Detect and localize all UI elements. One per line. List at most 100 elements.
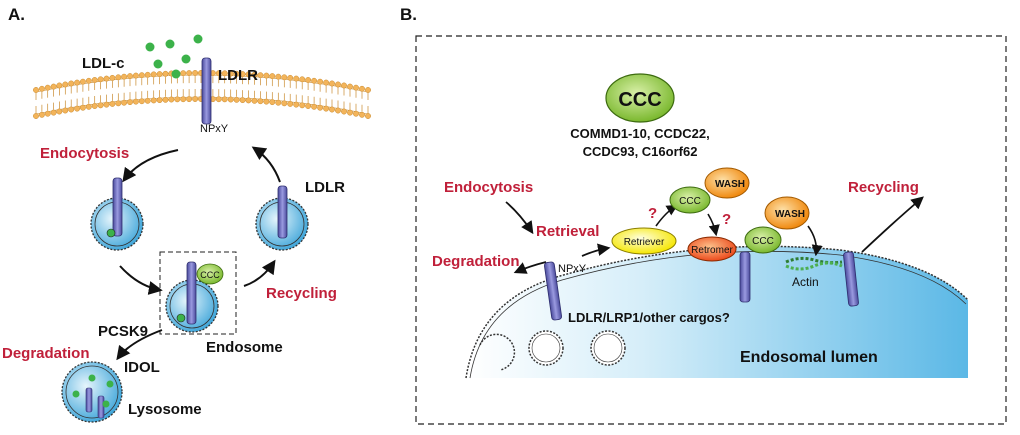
lipid-bead	[287, 74, 294, 81]
lipid-bead	[341, 82, 347, 89]
lipid-bead	[109, 100, 116, 107]
retromer-label: Retromer	[691, 245, 733, 256]
ccc-complex-small-1	[669, 186, 711, 214]
lipid-bead	[293, 101, 300, 108]
lipid-bead	[281, 74, 288, 81]
lipid-bead	[97, 102, 104, 109]
panel-b-label: B.	[400, 5, 417, 24]
lipid-bead	[257, 98, 264, 105]
lipid-bead	[115, 74, 122, 81]
lipid-bead	[329, 80, 335, 87]
lipid-bead	[335, 107, 341, 114]
lipid-bead	[180, 96, 187, 103]
lipid-bead	[121, 73, 128, 80]
npxy-a-label: NPxY	[200, 123, 229, 135]
lipid-bead	[192, 96, 199, 102]
lumen-label: Endosomal lumen	[740, 349, 878, 366]
cargo-receptor	[544, 261, 562, 321]
wash-1-label: WASH	[715, 179, 745, 190]
lipid-bead	[168, 96, 175, 103]
ccc-small-1-label: CCC	[679, 196, 701, 207]
retrieval-label: Retrieval	[536, 223, 599, 240]
recycling-b-arrow	[861, 196, 924, 253]
lipid-bead	[85, 77, 92, 84]
lipid-bead	[138, 72, 145, 79]
lipid-bead	[162, 96, 169, 103]
lipid-bead	[323, 79, 330, 86]
retriever-label: Retriever	[624, 237, 665, 248]
lipid-bead	[127, 73, 133, 80]
lipid-bead	[186, 70, 193, 77]
pcsk9-label: PCSK9	[98, 323, 148, 340]
endocytosis-b-arrow	[505, 201, 534, 235]
lipid-bead	[263, 98, 270, 105]
lipid-bead	[227, 96, 234, 103]
lipid-bead	[44, 110, 51, 117]
ccc-complex-small-2	[744, 226, 782, 254]
recycling-a-label: Recycling	[266, 285, 337, 302]
lipid-bead	[74, 105, 81, 112]
lipid-bead	[79, 104, 86, 111]
lipid-bead	[359, 111, 365, 118]
lipid-bead	[215, 96, 222, 103]
panel-a-label: A.	[8, 5, 25, 24]
lipid-bead	[305, 103, 312, 109]
lipid-bead	[239, 71, 246, 78]
lipid-bead	[353, 110, 359, 117]
lipid-bead	[91, 77, 98, 83]
endocytosis-a-label: Endocytosis	[40, 145, 129, 162]
lipid-bead	[156, 71, 163, 78]
question-mark-2: ?	[722, 211, 731, 228]
intraluminal-vesicles	[479, 330, 626, 371]
ccc-large-label: CCC	[618, 89, 661, 111]
lipid-bead	[44, 84, 51, 91]
lipid-bead	[245, 71, 252, 78]
lipid-bead	[305, 77, 312, 83]
lipid-bead	[132, 72, 139, 79]
lipid-bead	[359, 85, 365, 92]
lipid-bead	[251, 71, 258, 78]
lipid-bead	[62, 81, 69, 88]
endosome-zoom-box	[159, 251, 237, 335]
lipid-bead	[299, 102, 306, 109]
lipid-bead	[56, 108, 63, 115]
lipid-bead	[50, 83, 57, 90]
endosome-label: Endosome	[206, 339, 283, 356]
lipid-bead	[317, 78, 324, 85]
ccc-complex-large	[605, 73, 675, 123]
lipid-bead	[115, 100, 122, 107]
recycling-b-label: Recycling	[848, 179, 919, 196]
lipid-bead	[91, 103, 98, 109]
endocytic-vesicle	[90, 177, 144, 251]
lipid-bead	[275, 99, 282, 106]
lipid-bead	[293, 75, 300, 82]
lipid-bead	[62, 107, 69, 114]
degradation-a-label: Degradation	[2, 345, 90, 362]
lipid-bead	[263, 72, 270, 79]
ccc-components-line1: COMMD1-10, CCDC22,	[570, 126, 709, 141]
ldlr-right-label: LDLR	[305, 179, 345, 196]
retriever-complex	[611, 227, 677, 255]
lipid-bead	[127, 99, 133, 106]
actin-label: Actin	[792, 275, 819, 289]
recycling-vesicle	[255, 185, 309, 251]
lipid-bead	[144, 71, 151, 78]
recycling-receptor-1	[739, 251, 751, 303]
lipid-bead	[150, 71, 157, 78]
lipid-bead	[180, 70, 187, 77]
question-mark-1: ?	[648, 205, 657, 222]
cargos-label: LDLR/LRP1/other cargos?	[568, 310, 730, 325]
lipid-bead	[186, 96, 193, 103]
lipid-bead	[79, 78, 86, 85]
lipid-bead	[317, 104, 324, 111]
lipid-bead	[251, 97, 258, 104]
ldlr-top-label: LDLR	[218, 67, 258, 84]
wash-2-label: WASH	[775, 209, 805, 220]
ldlr-membrane-receptor	[201, 57, 212, 125]
ccc-a-label: CCC	[200, 270, 220, 280]
lipid-bead	[233, 70, 240, 77]
lipid-bead	[299, 76, 306, 83]
lipid-bead	[221, 96, 228, 103]
lipid-bead	[365, 87, 371, 93]
lipid-bead	[192, 70, 199, 76]
